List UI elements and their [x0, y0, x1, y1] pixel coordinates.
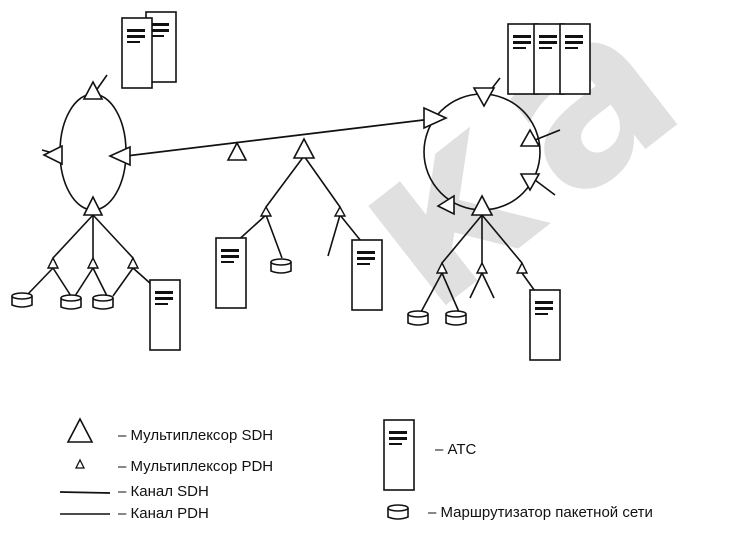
- pdh-multiplexers: [46, 205, 529, 274]
- legend-atc: – АТС: [435, 441, 477, 458]
- left-branches: [27, 214, 152, 297]
- sdh-trunk-channel: [125, 117, 441, 157]
- sdh-mux-left-top: [82, 80, 104, 100]
- middle-branches: [233, 155, 366, 259]
- sdh-mux-left-left: [42, 144, 63, 166]
- left-sdh-ring: [59, 93, 127, 211]
- sdh-mux-right-top: [472, 87, 496, 108]
- right-sdh-ring: [423, 93, 541, 211]
- sdh-mux-right-left: [436, 194, 455, 216]
- sdh-mux-middle: [292, 137, 316, 159]
- legend-router: – Маршрутизатор пакетной сети: [428, 504, 653, 521]
- sdh-mux-trunk: [226, 141, 248, 161]
- legend-symbols: [59, 417, 415, 520]
- legend-mux-sdh: – Мультиплексор SDH: [118, 427, 274, 444]
- atc-exchanges: [121, 11, 591, 361]
- sdh-mux-right-entry: [423, 106, 448, 130]
- legend-mux-pdh: – Мультиплексор PDH: [118, 458, 274, 475]
- right-branches: [420, 214, 538, 313]
- sdh-mux-right-bottom: [470, 194, 494, 216]
- sdh-multiplexers: [42, 80, 541, 216]
- sdh-mux-left-bottom: [82, 195, 104, 216]
- sdh-mux-right-r1: [519, 128, 541, 147]
- legend-channel-sdh: – Канал SDH: [118, 483, 209, 500]
- sdh-mux-right-r2: [519, 173, 541, 192]
- legend-channel-pdh: – Канал PDH: [118, 505, 209, 522]
- sdh-mux-left-right: [108, 145, 131, 167]
